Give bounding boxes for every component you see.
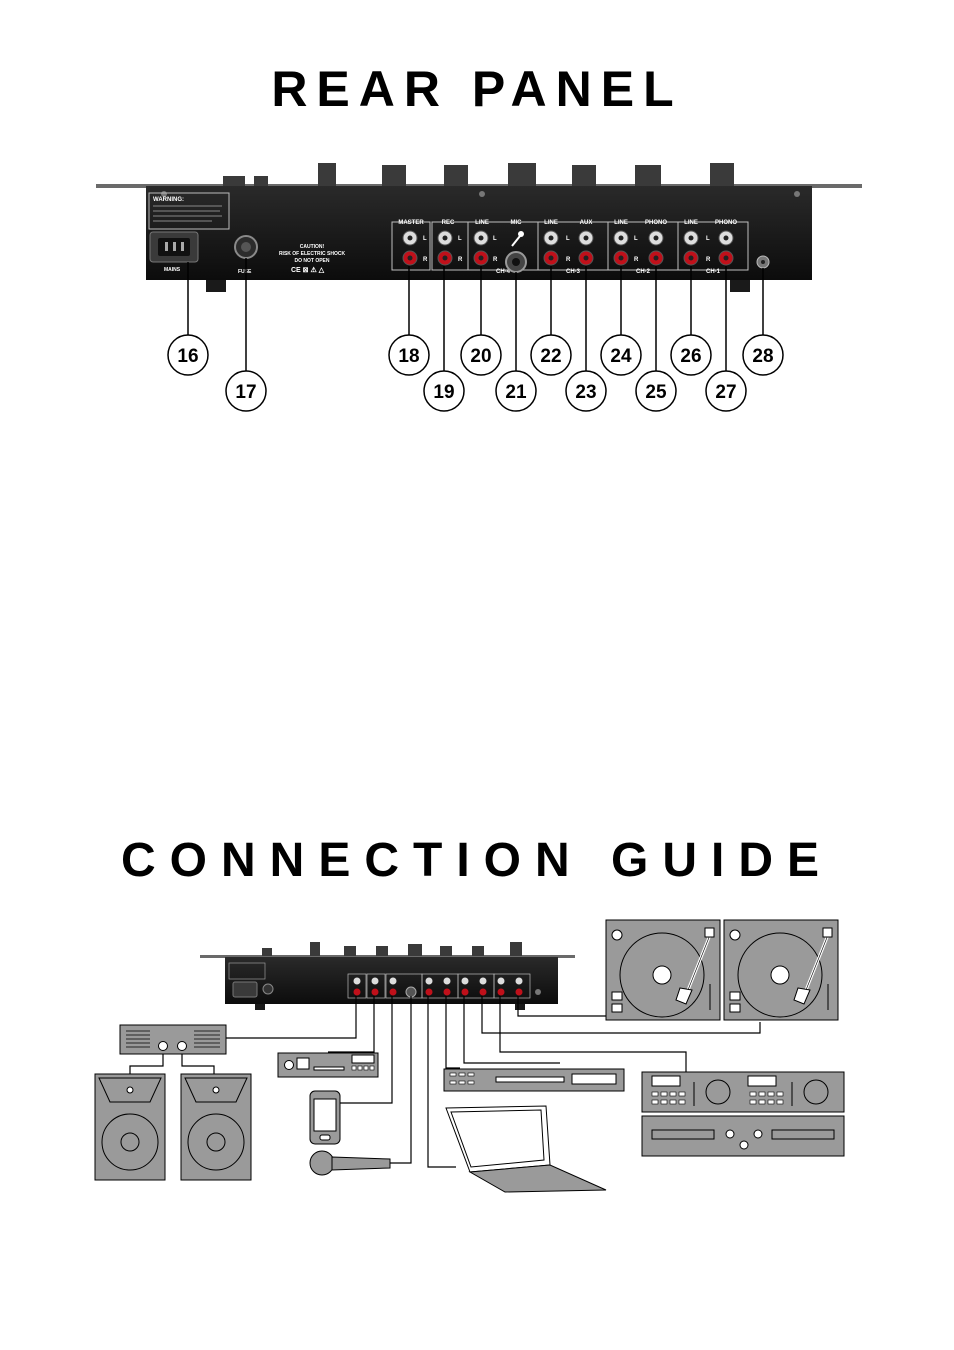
callout-label: 20 bbox=[470, 346, 491, 367]
callout-18: 18 bbox=[388, 334, 430, 376]
label-line-ch4: LINE bbox=[475, 220, 489, 226]
callout-label: 16 bbox=[177, 346, 198, 367]
mains-label: MAINS bbox=[164, 267, 181, 273]
callout-leader-lines bbox=[187, 258, 764, 372]
callout-label: 26 bbox=[680, 346, 701, 367]
label-ch4: CH-4 bbox=[496, 269, 511, 275]
label-phono-ch2: PHONO bbox=[645, 220, 667, 226]
cd-player bbox=[443, 1068, 625, 1092]
label-line-ch2: LINE bbox=[614, 220, 628, 226]
rear-panel-image: WARNING: MAINS FUSE CAUTION! RISK OF ELE… bbox=[96, 163, 862, 292]
svg-text:L: L bbox=[634, 236, 638, 242]
callout-26: 26 bbox=[670, 334, 712, 376]
speaker-right bbox=[180, 1073, 252, 1181]
callout-27: 27 bbox=[705, 370, 747, 412]
callout-label: 28 bbox=[752, 346, 773, 367]
rca-phono-ch1 bbox=[718, 230, 734, 266]
label-aux: AUX bbox=[580, 220, 593, 226]
label-line-ch1: LINE bbox=[684, 220, 698, 226]
svg-text:R: R bbox=[423, 257, 428, 263]
label-line-ch3: LINE bbox=[544, 220, 558, 226]
callout-20: 20 bbox=[460, 334, 502, 376]
callouts: 16 17 18 19 20 21 22 23 24 25 26 27 28 bbox=[167, 334, 784, 412]
recorder-device bbox=[277, 1052, 379, 1078]
callout-label: 22 bbox=[540, 346, 561, 367]
svg-text:R: R bbox=[458, 257, 463, 263]
svg-text:R: R bbox=[706, 257, 711, 263]
connection-guide-diagram bbox=[94, 919, 845, 1193]
laptop bbox=[445, 1105, 607, 1193]
caution-line-3: DO NOT OPEN bbox=[294, 258, 329, 264]
svg-text:L: L bbox=[566, 236, 570, 242]
callout-24: 24 bbox=[600, 334, 642, 376]
svg-text:L: L bbox=[423, 236, 427, 242]
callout-28: 28 bbox=[742, 334, 784, 376]
callout-label: 27 bbox=[715, 382, 736, 403]
svg-text:CE ⊠ ⚠ △: CE ⊠ ⚠ △ bbox=[291, 266, 325, 274]
svg-text:L: L bbox=[706, 236, 710, 242]
rca-line-ch3 bbox=[543, 230, 559, 266]
turntable-left bbox=[605, 919, 721, 1021]
svg-text:R: R bbox=[493, 257, 498, 263]
callout-label: 25 bbox=[645, 382, 667, 403]
rca-line-ch4 bbox=[473, 230, 489, 266]
callout-label: 18 bbox=[398, 346, 419, 367]
rca-line-ch1 bbox=[683, 230, 699, 266]
callout-16: 16 bbox=[167, 334, 209, 376]
svg-text:L: L bbox=[493, 236, 497, 242]
callout-19: 19 bbox=[423, 370, 465, 412]
label-master: MASTER bbox=[398, 220, 424, 226]
connection-cables bbox=[226, 996, 761, 1168]
microphone-icon bbox=[511, 235, 521, 247]
rca-aux bbox=[578, 230, 594, 266]
label-phono-ch1: PHONO bbox=[715, 220, 737, 226]
mixer-rear-small bbox=[200, 942, 575, 1010]
rca-phono-ch2 bbox=[648, 230, 664, 266]
label-rec: REC bbox=[442, 220, 455, 226]
dual-cd-controller bbox=[641, 1071, 845, 1157]
turntable-right bbox=[723, 919, 839, 1021]
label-ch1: CH-1 bbox=[706, 269, 721, 275]
fuse-label: FUSE bbox=[238, 269, 252, 275]
svg-text:R: R bbox=[566, 257, 571, 263]
label-ch3: CH-3 bbox=[566, 269, 581, 275]
label-ch2: CH-2 bbox=[636, 269, 651, 275]
callout-23: 23 bbox=[565, 370, 607, 412]
callout-label: 19 bbox=[433, 382, 454, 403]
warning-heading: WARNING: bbox=[153, 197, 184, 203]
caution-line-2: RISK OF ELECTRIC SHOCK bbox=[279, 251, 346, 257]
rca-jacks bbox=[402, 230, 734, 266]
amplifier bbox=[119, 1024, 227, 1055]
callout-label: 21 bbox=[505, 382, 527, 403]
connection-guide-title: CONNECTION GUIDE bbox=[120, 834, 833, 887]
callout-label: 17 bbox=[235, 382, 256, 403]
label-mic: MIC bbox=[511, 220, 523, 226]
channel-labels: CH-4 CH-3 CH-2 CH-1 bbox=[496, 269, 721, 275]
rca-rec bbox=[437, 230, 453, 266]
callout-25: 25 bbox=[635, 370, 677, 412]
callout-17: 17 bbox=[225, 370, 267, 412]
smartphone bbox=[309, 1090, 341, 1145]
rear-panel-title: REAR PANEL bbox=[271, 61, 683, 117]
callout-label: 24 bbox=[610, 346, 632, 367]
callout-22: 22 bbox=[530, 334, 572, 376]
svg-text:L: L bbox=[458, 236, 462, 242]
rca-line-ch2 bbox=[613, 230, 629, 266]
speaker-left bbox=[94, 1073, 166, 1181]
svg-text:R: R bbox=[634, 257, 639, 263]
microphone bbox=[309, 1150, 391, 1176]
callout-21: 21 bbox=[495, 370, 537, 412]
connector-group-labels: MASTER REC LINE MIC LINE AUX LINE PHONO … bbox=[398, 220, 737, 226]
caution-line-1: CAUTION! bbox=[300, 244, 325, 250]
callout-label: 23 bbox=[575, 382, 596, 403]
rca-master bbox=[402, 230, 418, 266]
